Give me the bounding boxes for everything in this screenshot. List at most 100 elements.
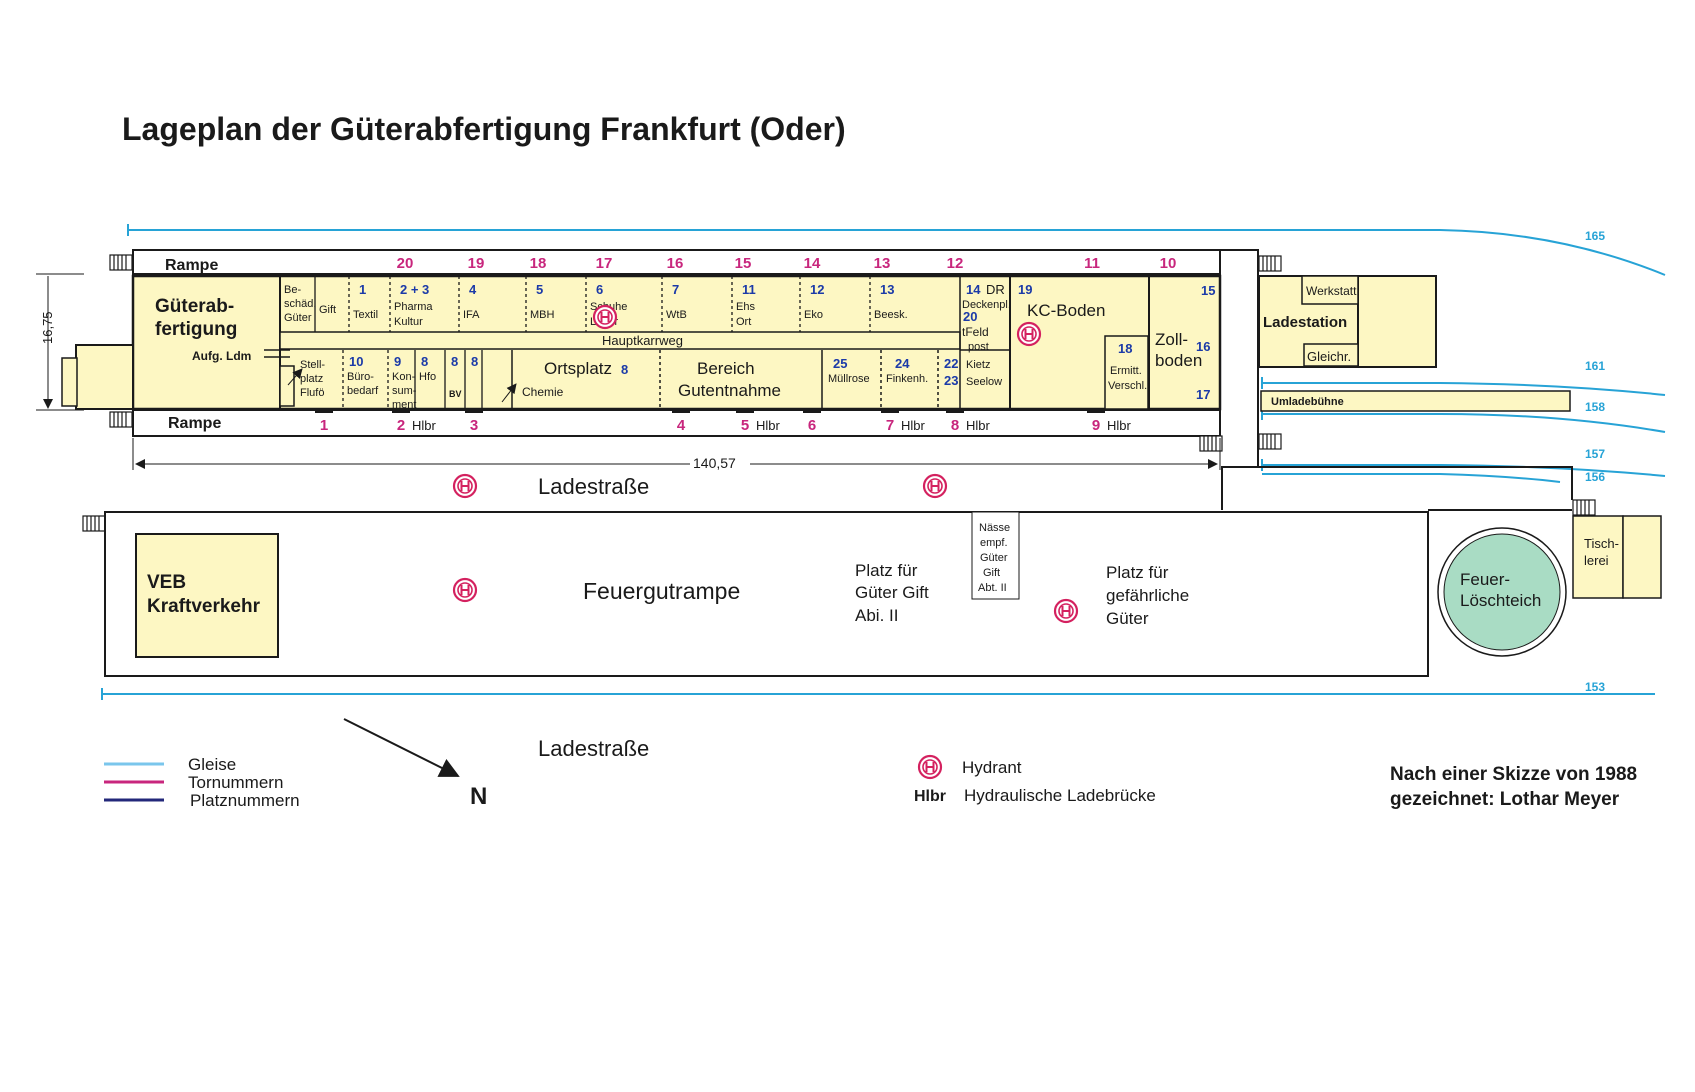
gate-suffix: Hlbr xyxy=(412,418,437,433)
gate-number: 11 xyxy=(1084,255,1100,272)
joinery-label: Tisch- xyxy=(1584,536,1619,551)
place-number: 24 xyxy=(895,356,910,371)
room-label: ment xyxy=(392,399,416,411)
gate-number: 18 xyxy=(530,255,547,272)
room-label: Gift xyxy=(319,304,336,316)
area-label: Nässe xyxy=(979,522,1010,534)
gate-marker xyxy=(315,409,333,413)
legend-abbr: Hlbr xyxy=(914,788,946,805)
track-number: 156 xyxy=(1585,470,1605,484)
credit-line: gezeichnet: Lothar Meyer xyxy=(1390,789,1620,810)
hydrant-icon xyxy=(922,473,948,499)
track-numbers: 165 161 158 157 156 153 xyxy=(1585,229,1605,694)
room-label: Ortsplatz xyxy=(544,359,612,378)
room-label: Stell- xyxy=(300,359,325,371)
room-tag: DR xyxy=(986,282,1005,297)
place-number: 8 xyxy=(621,362,628,377)
gate-number: 1 xyxy=(320,417,328,434)
gate-marker xyxy=(526,274,550,277)
pond-label: Feuer- xyxy=(1460,570,1510,589)
place-number: 16 xyxy=(1196,339,1210,354)
track-161 xyxy=(1262,382,1666,396)
veb-building xyxy=(135,533,279,658)
gate-number: 13 xyxy=(874,255,891,272)
room-label: Flufö xyxy=(300,387,324,399)
station-label: Ladestation xyxy=(1263,314,1347,331)
area-label: Platz für xyxy=(1106,563,1169,582)
room-label: Hfo xyxy=(419,371,436,383)
area-label: Gift xyxy=(983,567,1000,579)
room-label: BV xyxy=(449,389,462,399)
gate-number: 12 xyxy=(947,255,964,272)
veb-label: Kraftverkehr xyxy=(147,596,261,617)
stairs-icon xyxy=(1258,255,1282,272)
dimension-length-label: 140,57 xyxy=(693,455,736,471)
room-label: Be- xyxy=(284,284,301,296)
room-label: Eko xyxy=(804,309,823,321)
room-label: Zoll- xyxy=(1155,330,1188,349)
place-number: 2 + 3 xyxy=(400,282,429,297)
room: Be-schäd.Güter xyxy=(284,284,316,324)
room-label: post xyxy=(968,341,989,353)
office-label: Güterab- xyxy=(155,296,234,317)
room-label: Gutentnahme xyxy=(678,381,781,400)
gate-number: 4 xyxy=(677,417,686,434)
gate-number: 9 xyxy=(1092,417,1100,434)
ramp-label: Rampe xyxy=(165,257,218,274)
legend-label: Platznummern xyxy=(190,791,300,810)
track-158 xyxy=(1262,413,1666,433)
room: 8BV xyxy=(449,354,462,399)
stairs-icon xyxy=(109,411,133,428)
room-label: Pharma xyxy=(394,301,433,313)
gate-number: 16 xyxy=(667,255,684,272)
room-label: MBH xyxy=(530,309,555,321)
place-number: 25 xyxy=(833,356,847,371)
page-title: Lageplan der Güterabfertigung Frankfurt … xyxy=(122,111,846,147)
pond-label: Löschteich xyxy=(1460,591,1541,610)
room-label: Kietz xyxy=(966,359,990,371)
track-165 xyxy=(128,229,1666,276)
gate-marker xyxy=(672,409,690,413)
place-number: 20 xyxy=(963,309,977,324)
gate-marker xyxy=(1080,274,1104,277)
room-label: tFeld xyxy=(962,325,989,339)
hydrant-icon xyxy=(452,473,478,499)
gate-marker xyxy=(392,409,410,413)
room-label: bedarf xyxy=(347,385,379,397)
gate-marker xyxy=(464,274,488,277)
gate-marker xyxy=(393,274,417,277)
place-number: 12 xyxy=(810,282,824,297)
annex xyxy=(75,344,134,410)
place-number: 1 xyxy=(359,282,366,297)
place-number: 7 xyxy=(672,282,679,297)
ramp-top xyxy=(132,249,1221,275)
place-number: 14 xyxy=(966,282,981,297)
north-arrow-icon xyxy=(343,718,460,777)
platform-label: Umladebühne xyxy=(1271,396,1344,408)
room: 8 xyxy=(471,354,478,369)
gate-marker xyxy=(870,274,894,277)
transfer-platform xyxy=(1260,390,1571,412)
hauptkarrweg-label: Hauptkarrweg xyxy=(602,333,683,348)
place-number: 23 xyxy=(944,373,958,388)
place-number: 9 xyxy=(394,354,401,369)
gate-marker xyxy=(1156,274,1180,277)
gate-number: 8 xyxy=(951,417,959,434)
room-label: Ehs xyxy=(736,301,755,313)
ramp-label: Rampe xyxy=(168,415,221,432)
legend-label: Hydraulische Ladebrücke xyxy=(964,786,1156,805)
fire-ramp xyxy=(104,511,1429,677)
room-label: Kultur xyxy=(394,316,423,328)
place-number: 8 xyxy=(451,354,458,369)
lower-right-rooms: 25 Müllrose 24 Finkenh. 22 Kietz 23 Seel… xyxy=(828,350,1002,409)
gate-marker xyxy=(803,409,821,413)
room-label: schäd. xyxy=(284,298,316,310)
gate-number: 14 xyxy=(804,255,821,272)
gate-marker xyxy=(800,274,824,277)
place-number: 4 xyxy=(469,282,477,297)
hydrant-icon xyxy=(917,754,943,780)
room-label: Deckenpl. xyxy=(962,299,1011,311)
